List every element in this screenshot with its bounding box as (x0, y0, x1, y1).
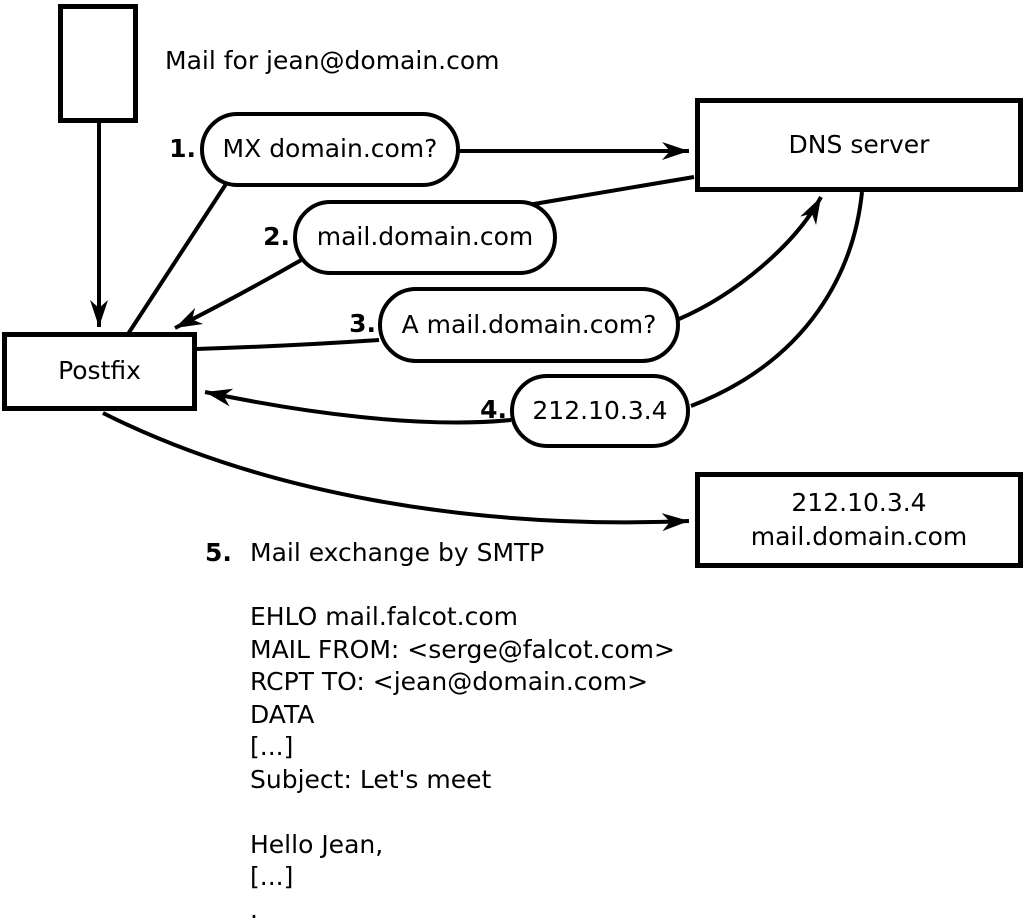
step-5-number: 5. (205, 538, 232, 567)
arrow-answer2-to-postfix (174, 257, 304, 330)
line-dns-to-answer2 (527, 175, 695, 207)
arrow-answer4-to-postfix (204, 388, 512, 425)
step-4-answer-pill: 212.10.3.4 (510, 374, 690, 448)
smtp-line-end-dot: . (250, 894, 258, 919)
smtp-session-transcript: EHLO mail.falcot.com MAIL FROM: <serge@f… (250, 601, 675, 919)
smtp-line-subject: Subject: Let's meet (250, 764, 492, 794)
smtp-line-ellipsis-1: [...] (250, 732, 294, 761)
arrow-postfix-to-mailserver-smtp (102, 411, 690, 532)
smtp-line-hello: Hello Jean, (250, 829, 384, 859)
step-2-number: 2. (263, 222, 290, 251)
step-3-query-label: A mail.domain.com? (401, 309, 657, 339)
line-postfix-to-query3 (195, 338, 380, 351)
smtp-line-ellipsis-2: [...] (250, 862, 294, 891)
line-query1-to-postfix (126, 182, 228, 336)
smtp-line-ehlo: EHLO mail.falcot.com (250, 602, 519, 631)
postfix-box: Postfix (2, 332, 197, 411)
step-5-label: Mail exchange by SMTP (250, 538, 545, 567)
step-2-answer-pill: mail.domain.com (293, 200, 557, 275)
postfix-label: Postfix (58, 356, 141, 386)
mail-server-hostname: mail.domain.com (750, 522, 968, 551)
mail-message-box (58, 4, 138, 123)
step-3-query-pill: A mail.domain.com? (378, 287, 680, 363)
step-1-query-pill: MX domain.com? (200, 112, 460, 187)
smtp-line-mail-from: MAIL FROM: <serge@falcot.com> (250, 634, 675, 664)
step-3-number: 3. (349, 309, 376, 338)
dns-server-label: DNS server (788, 129, 930, 159)
mail-for-label: Mail for jean@domain.com (165, 46, 500, 75)
smtp-line-blank (250, 796, 675, 829)
mail-server-box: 212.10.3.4 mail.domain.com (695, 472, 1023, 568)
step-1-number: 1. (169, 134, 196, 163)
step-2-answer-label: mail.domain.com (316, 222, 534, 252)
smtp-line-rcpt-to: RCPT TO: <jean@domain.com> (250, 667, 649, 696)
step-4-answer-label: 212.10.3.4 (532, 395, 668, 425)
step-1-query-label: MX domain.com? (222, 134, 438, 164)
smtp-line-data: DATA (250, 699, 315, 729)
step-4-number: 4. (480, 395, 507, 424)
line-dns-to-answer4 (690, 191, 864, 408)
arrow-query3-to-dns (678, 196, 823, 321)
mail-server-ip: 212.10.3.4 (791, 488, 927, 517)
dns-server-box: DNS server (695, 98, 1023, 192)
